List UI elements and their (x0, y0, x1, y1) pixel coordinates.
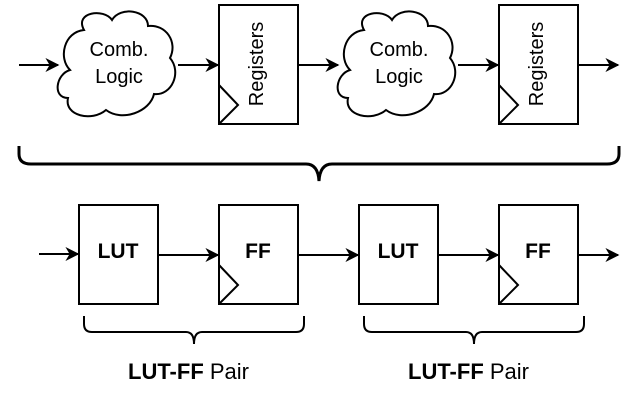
pair-caption-2: LUT-FF Pair (408, 359, 529, 385)
register-block-2: Registers (498, 4, 579, 125)
pair-caption-1-rest: Pair (203, 359, 250, 384)
comb-logic-cloud-2: Comb. Logic (336, 10, 457, 118)
register-block-1: Registers (218, 4, 299, 125)
pair-caption-1-bold: LUT-FF (128, 359, 204, 384)
lut-block-1: LUT (78, 204, 159, 305)
pair-caption-2-bold: LUT-FF (408, 359, 484, 384)
comb-logic-2-line1: Comb. (370, 39, 429, 61)
comb-logic-2-line2: Logic (375, 66, 423, 88)
ff-block-2: FF (498, 204, 579, 305)
comb-logic-1-line2: Logic (95, 66, 143, 88)
lut-1-label: LUT (98, 240, 139, 263)
pair-brace-2 (363, 316, 585, 345)
comb-logic-cloud-1: Comb. Logic (56, 10, 177, 118)
register-1-label: Registers (246, 22, 268, 106)
pair-caption-2-rest: Pair (483, 359, 530, 384)
lut-2-label: LUT (378, 240, 419, 263)
mapping-brace (17, 146, 621, 182)
ff-block-1: FF (218, 204, 299, 305)
register-2-label: Registers (526, 22, 548, 106)
pair-brace-1 (83, 316, 305, 345)
ff-2-label: FF (525, 240, 551, 263)
ff-1-label: FF (245, 240, 271, 263)
pair-caption-1: LUT-FF Pair (128, 359, 249, 385)
comb-logic-1-line1: Comb. (90, 39, 149, 61)
lut-block-2: LUT (358, 204, 439, 305)
